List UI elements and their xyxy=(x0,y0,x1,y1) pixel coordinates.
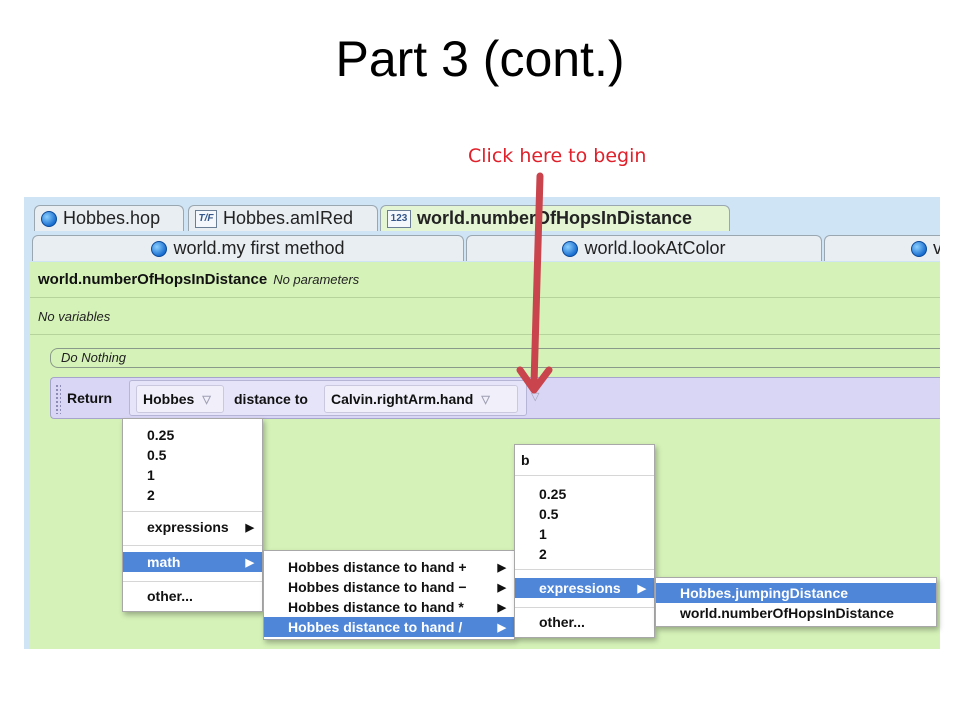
chevron-down-icon: ▽ xyxy=(202,393,211,406)
do-nothing-block[interactable]: Do Nothing xyxy=(50,348,940,368)
menu-item-2[interactable]: 2 xyxy=(147,487,155,503)
menu-item-1[interactable]: 1 xyxy=(539,526,547,542)
method-name: world.numberOfHopsInDistance xyxy=(38,271,268,288)
target-label: Calvin.rightArm.hand xyxy=(331,391,474,407)
tab-overflow[interactable]: v xyxy=(824,235,940,261)
return-label: Return xyxy=(67,390,113,406)
tab-row-top: Hobbes.hop T/F Hobbes.amIRed 123 world.n… xyxy=(24,203,940,231)
tab-world-numberofhopsindistance[interactable]: 123 world.numberOfHopsInDistance xyxy=(380,205,730,231)
method-variables: No variables xyxy=(30,299,940,335)
menu-item-label: math xyxy=(147,554,181,570)
tab-label: world.my first method xyxy=(173,238,345,258)
menu-separator xyxy=(123,581,262,582)
menu-item-expressions[interactable]: expressions ▶ xyxy=(515,578,654,598)
menu-item-label: Hobbes distance to hand / xyxy=(288,619,463,635)
slide-title: Part 3 (cont.) xyxy=(335,31,625,87)
method-ball-icon xyxy=(562,240,579,257)
menu-item-2[interactable]: 2 xyxy=(539,546,547,562)
menu-item-0-5[interactable]: 0.5 xyxy=(147,447,167,463)
submenu-arrow-icon: ▶ xyxy=(637,582,646,595)
menu-separator xyxy=(515,569,654,570)
subject-label: Hobbes xyxy=(143,391,195,407)
tab-label: Hobbes.amIRed xyxy=(223,208,354,228)
menu-item-distance-divide[interactable]: Hobbes distance to hand / ▶ xyxy=(264,617,514,637)
chevron-down-icon: ▽ xyxy=(481,393,490,406)
submenu-arrow-icon: ▶ xyxy=(497,601,506,614)
submenu-arrow-icon: ▶ xyxy=(497,621,506,634)
menu-item-distance-plus[interactable]: Hobbes distance to hand + ▶ xyxy=(264,557,514,577)
method-header: world.numberOfHopsInDistance No paramete… xyxy=(30,262,940,298)
menu-item-0-25[interactable]: 0.25 xyxy=(147,427,175,443)
tab-hobbes-amired[interactable]: T/F Hobbes.amIRed xyxy=(188,205,378,231)
callout-text: Click here to begin xyxy=(468,145,647,167)
menu-separator xyxy=(123,511,262,512)
menu-item-distance-times[interactable]: Hobbes distance to hand * ▶ xyxy=(264,597,514,617)
subject-dropdown[interactable]: Hobbes ▽ xyxy=(136,385,224,413)
menu-item-0-25[interactable]: 0.25 xyxy=(539,486,567,502)
tab-world-lookatcolor[interactable]: world.lookAtColor xyxy=(466,235,822,261)
value-popup-menu: 0.25 0.5 1 2 expressions ▶ math ▶ other.… xyxy=(122,418,263,612)
menu-separator xyxy=(515,607,654,608)
math-submenu: Hobbes distance to hand + ▶ Hobbes dista… xyxy=(263,550,515,640)
menu-item-world-numberofhopsindistance[interactable]: world.numberOfHopsInDistance xyxy=(680,605,894,621)
expressions-submenu: Hobbes.jumpingDistance world.numberOfHop… xyxy=(655,577,937,627)
tab-hobbes-hop[interactable]: Hobbes.hop xyxy=(34,205,184,231)
tab-label: Hobbes.hop xyxy=(63,208,161,228)
method-ball-icon xyxy=(151,240,168,257)
operand-b-menu: b 0.25 0.5 1 2 expressions ▶ other... xyxy=(514,444,655,638)
menu-item-label: Hobbes distance to hand * xyxy=(288,599,464,615)
menu-item-distance-minus[interactable]: Hobbes distance to hand − ▶ xyxy=(264,577,514,597)
tab-label: world.numberOfHopsInDistance xyxy=(417,208,693,228)
menu-item-0-5[interactable]: 0.5 xyxy=(539,506,559,522)
menu-item-other[interactable]: other... xyxy=(539,614,585,630)
menu-item-label: expressions xyxy=(147,519,229,535)
menu-separator xyxy=(123,545,262,546)
drag-handle[interactable] xyxy=(55,384,61,414)
submenu-arrow-icon: ▶ xyxy=(245,556,254,569)
tab-label: v xyxy=(933,238,940,258)
menu-item-label: expressions xyxy=(539,580,621,596)
menu-item-1[interactable]: 1 xyxy=(147,467,155,483)
menu-item-math[interactable]: math ▶ xyxy=(123,552,262,572)
return-statement[interactable]: Return Hobbes ▽ distance to Calvin.right… xyxy=(50,377,940,419)
submenu-arrow-icon: ▶ xyxy=(497,561,506,574)
method-ball-icon xyxy=(41,210,57,227)
menu-item-label: Hobbes distance to hand + xyxy=(288,559,467,575)
submenu-arrow-icon: ▶ xyxy=(497,581,506,594)
distance-to-label: distance to xyxy=(234,391,308,407)
method-ball-icon xyxy=(911,240,927,257)
expression-menu-chevron-icon[interactable]: ▽ xyxy=(531,391,540,403)
menu-item-hobbes-jumpingdistance[interactable]: Hobbes.jumpingDistance xyxy=(656,583,936,603)
number-123-icon: 123 xyxy=(387,209,411,228)
submenu-arrow-icon: ▶ xyxy=(245,521,254,534)
distance-expression[interactable]: Hobbes ▽ distance to Calvin.rightArm.han… xyxy=(129,380,527,416)
menu-item-expressions[interactable]: expressions ▶ xyxy=(123,517,262,537)
target-dropdown[interactable]: Calvin.rightArm.hand ▽ xyxy=(324,385,518,413)
tab-label: world.lookAtColor xyxy=(584,238,726,258)
menu-item-other[interactable]: other... xyxy=(147,588,193,604)
menu-item-label: Hobbes distance to hand − xyxy=(288,579,467,595)
tab-world-my-first-method[interactable]: world.my first method xyxy=(32,235,464,261)
method-params: No parameters xyxy=(273,272,360,287)
menu-header-b: b xyxy=(521,452,530,468)
boolean-tf-icon: T/F xyxy=(195,209,217,228)
menu-separator xyxy=(515,475,654,476)
tab-row-bottom: world.my first method world.lookAtColor … xyxy=(24,233,940,261)
